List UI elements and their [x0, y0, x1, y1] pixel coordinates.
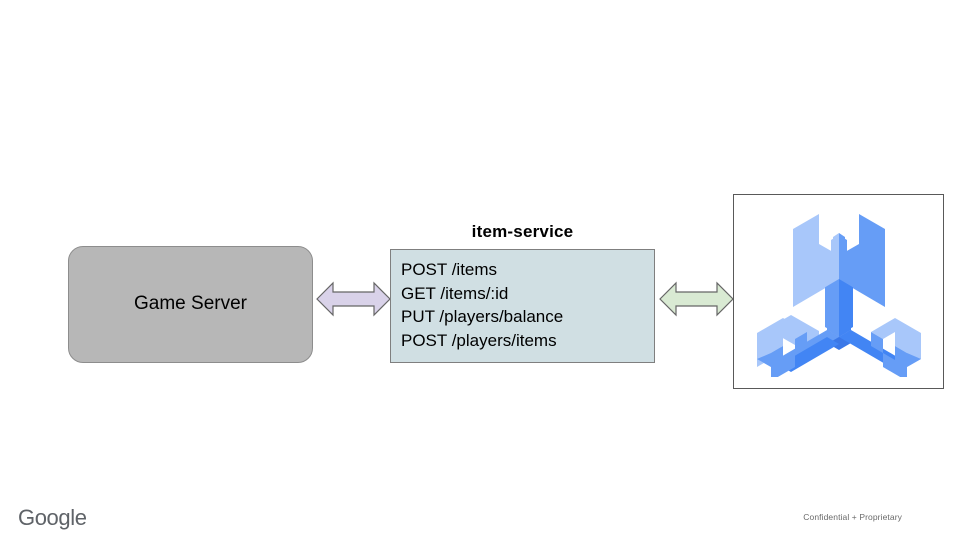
footer-confidential-notice: Confidential + Proprietary — [803, 512, 902, 522]
endpoint-item-0: POST /items — [401, 260, 498, 279]
google-logo: Google — [18, 505, 87, 530]
connector-item-service-to-datastore[interactable] — [659, 281, 734, 317]
double-headed-arrow-icon — [316, 281, 391, 317]
node-game-server[interactable]: Game Server — [68, 246, 313, 363]
endpoint-item-3: POST /players/items — [401, 330, 557, 350]
double-headed-arrow-icon — [659, 281, 734, 317]
endpoint-item-2: PUT /players/balance — [401, 307, 564, 326]
connector-game-server-to-item-service[interactable] — [316, 281, 391, 317]
node-item-service-title: item-service — [471, 222, 574, 241]
endpoint-item-1: GET /items/:id — [401, 283, 509, 303]
node-item-service[interactable]: POST /items GET /items/:id PUT /players/… — [390, 249, 655, 363]
image-panel-datastore[interactable] — [733, 194, 944, 389]
three-pronged-wrench-icon — [756, 213, 921, 377]
node-game-server-label: Game Server — [134, 293, 247, 315]
